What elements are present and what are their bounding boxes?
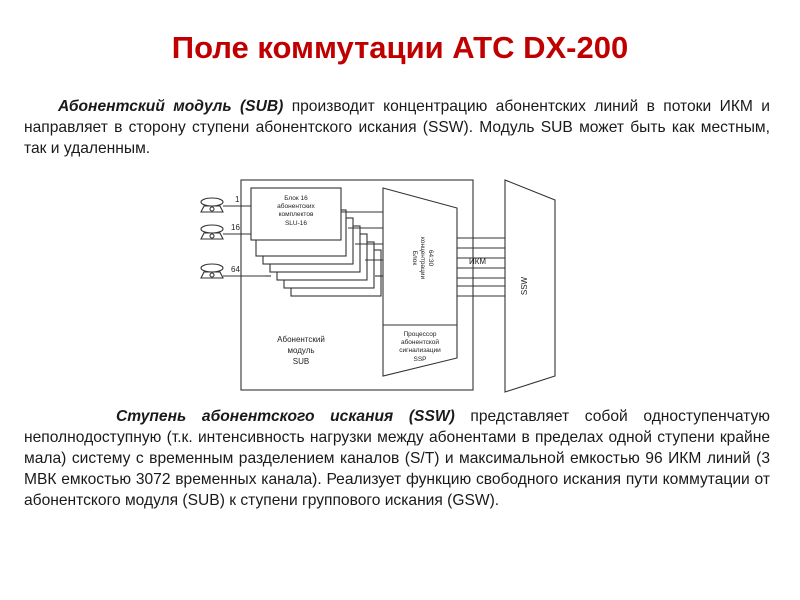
module-label-line2: модуль xyxy=(287,346,314,355)
pcm-connection-lines xyxy=(457,237,505,297)
telephone-icon xyxy=(200,197,224,213)
telephone-icon xyxy=(200,224,224,240)
paragraph-sub-text: производит концентрацию абонентских лини… xyxy=(24,98,770,157)
concentration-block-label: Блок концентрации 64:30 xyxy=(411,237,434,280)
ssw-label: SSW xyxy=(520,276,529,295)
concentration-label-line3: 64:30 xyxy=(427,250,434,267)
module-label-line1: Абонентский xyxy=(277,335,325,344)
concentration-label-line1: Блок xyxy=(411,251,418,266)
concentration-block xyxy=(382,187,458,377)
processor-label-line1: Процессор xyxy=(404,331,437,338)
concentration-label-line2: концентрации xyxy=(419,237,426,280)
processor-block-label: Процессор абонентской сигнализации SSP xyxy=(399,331,441,363)
module-label-line3: SUB xyxy=(293,357,309,366)
term-sub: Абонентский модуль (SUB) xyxy=(58,98,284,115)
line-label-64: 64 xyxy=(231,265,240,274)
processor-label-line2: абонентской xyxy=(401,338,439,346)
slu-block-stack xyxy=(250,187,382,297)
slu-label-line2: абонентских xyxy=(277,202,315,210)
pcm-label: ИКМ xyxy=(469,257,486,266)
subscriber-lines xyxy=(223,205,271,277)
module-label: Абонентский модуль SUB xyxy=(277,335,325,366)
slu-block-label: Блок 16 абонентских комплектов SLU-16 xyxy=(277,195,315,227)
paragraph-sub: Абонентский модуль (SUB) производит конц… xyxy=(24,96,770,159)
slu-label-line1: Блок 16 xyxy=(284,195,308,202)
ssw-block xyxy=(504,179,556,393)
sub-module-diagram: 1 16 64 Блок 16 абонентских комплектов S… xyxy=(200,179,556,393)
slu-to-concentrator-lines xyxy=(341,211,383,277)
paragraph-ssw-text: представляет собой одноступенчатую непол… xyxy=(24,408,770,509)
slu-label-line3: комплектов xyxy=(279,211,314,218)
sub-module-frame xyxy=(240,179,474,391)
slu-label-line4: SLU-16 xyxy=(285,220,307,227)
processor-label-line3: сигнализации xyxy=(399,347,441,354)
paragraph-ssw: Ступень абонентского искания (SSW) предс… xyxy=(24,406,770,511)
telephone-icon xyxy=(200,263,224,279)
term-ssw: Ступень абонентского искания (SSW) xyxy=(116,408,455,425)
line-label-1: 1 xyxy=(235,195,240,204)
processor-label-line4: SSP xyxy=(413,356,426,363)
page-title: Поле коммутации АТС DX-200 xyxy=(171,30,629,65)
line-label-16: 16 xyxy=(231,223,240,232)
